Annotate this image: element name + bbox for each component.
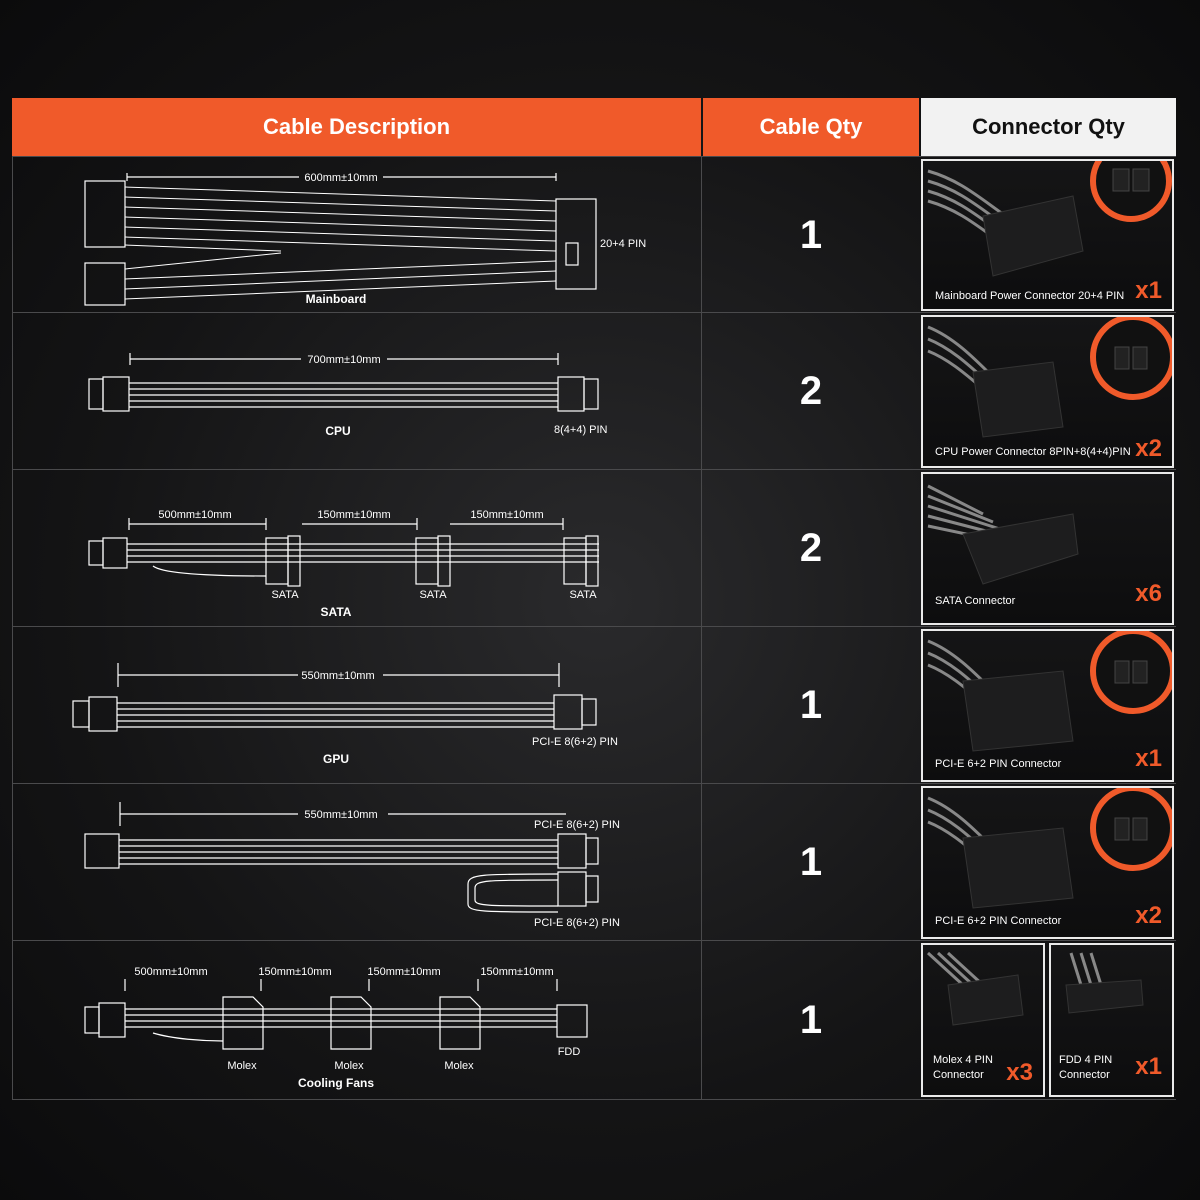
sata-length-label-1: 500mm±10mm <box>158 509 231 521</box>
fans-plug-label-4: FDD <box>558 1046 581 1058</box>
table-row: 500mm±10mm 150mm±10mm 150mm±10mm SATA SA… <box>12 469 1176 627</box>
table-row: 550mm±10mm PCI-E 8(6+2) PIN GPU 1 PCI-E … <box>12 626 1176 784</box>
connector-multiplier: x3 <box>1006 1059 1033 1086</box>
header-cable-qty: Cable Qty <box>703 98 919 156</box>
dual-pcie-end-label-1: PCI-E 8(6+2) PIN <box>534 819 620 831</box>
connector-multiplier: x1 <box>1135 277 1162 304</box>
cable-qty-value: 1 <box>701 784 920 941</box>
mainboard-name-label: Mainboard <box>306 292 367 306</box>
table-row: 600mm±10mm 20+4 PIN Mainboard 1 Mainboar… <box>12 156 1176 313</box>
mainboard-length-label: 600mm±10mm <box>304 172 377 184</box>
sata-connector-icon <box>927 484 1079 585</box>
cable-diagram-sata: 500mm±10mm 150mm±10mm 150mm±10mm SATA SA… <box>12 470 702 627</box>
mainboard-cable-icon: 600mm±10mm 20+4 PIN Mainboard <box>84 172 646 306</box>
connector-cell-cpu: CPU Power Connector 8PIN+8(4+4)PIN x2 <box>921 315 1174 468</box>
table-row: 550mm±10mm PCI-E 8(6+2) PIN PCI-E 8(6+2)… <box>12 783 1176 941</box>
gpu-length-label: 550mm±10mm <box>301 670 374 682</box>
connector-label: Mainboard Power Connector 20+4 PIN <box>935 290 1125 302</box>
connector-multiplier: x2 <box>1135 435 1162 462</box>
connector-label-line1: Molex 4 PIN <box>933 1054 993 1066</box>
gpu-end-label: PCI-E 8(6+2) PIN <box>532 736 618 748</box>
cpu-length-label: 700mm±10mm <box>307 354 380 366</box>
connector-multiplier: x2 <box>1135 902 1162 929</box>
connector-cell-mainboard: Mainboard Power Connector 20+4 PIN x1 <box>921 159 1174 311</box>
cable-qty-value: 2 <box>701 313 920 470</box>
sata-cable-icon: 500mm±10mm 150mm±10mm 150mm±10mm SATA SA… <box>88 509 599 619</box>
sata-length-label-3: 150mm±10mm <box>470 509 543 521</box>
connector-label: SATA Connector <box>935 595 1016 607</box>
sata-length-label-2: 150mm±10mm <box>317 509 390 521</box>
connector-label: PCI-E 6+2 PIN Connector <box>935 915 1062 927</box>
cable-qty-value: 1 <box>701 627 920 784</box>
connector-multiplier: x6 <box>1135 580 1162 607</box>
molex-connector-card: Molex 4 PIN Connector x3 <box>921 943 1045 1097</box>
mainboard-end-label: 20+4 PIN <box>600 238 646 250</box>
cable-qty-value: 2 <box>701 470 920 627</box>
connector-label-line2: Connector <box>933 1069 984 1081</box>
fans-length-label-2: 150mm±10mm <box>258 966 331 978</box>
sata-plug-label-1: SATA <box>271 589 299 601</box>
atx-24pin-connector-icon <box>927 161 1172 277</box>
fans-plug-label-2: Molex <box>334 1060 364 1072</box>
connector-cell-gpu: PCI-E 6+2 PIN Connector x1 <box>921 629 1174 782</box>
dual-pcie-length-label: 550mm±10mm <box>304 809 377 821</box>
dual-pcie-cable-icon: 550mm±10mm PCI-E 8(6+2) PIN PCI-E 8(6+2)… <box>84 802 620 929</box>
cable-table: Cable Description Cable Qty Connector Qt… <box>12 98 1176 1100</box>
table-row: 500mm±10mm 150mm±10mm 150mm±10mm 150mm±1… <box>12 940 1176 1100</box>
cable-diagram-dual-pcie: 550mm±10mm PCI-E 8(6+2) PIN PCI-E 8(6+2)… <box>12 784 702 941</box>
cpu-8pin-connector-icon <box>927 317 1172 438</box>
fans-length-label-1: 500mm±10mm <box>134 966 207 978</box>
cable-qty-value: 1 <box>701 157 920 313</box>
molex-connector-icon <box>926 951 1024 1026</box>
fans-name-label: Cooling Fans <box>298 1076 374 1090</box>
connector-label-line2: Connector <box>1059 1069 1110 1081</box>
connector-label-line1: FDD 4 PIN <box>1059 1054 1113 1066</box>
connector-cell-sata: SATA Connector x6 <box>921 472 1174 625</box>
header-connector-qty: Connector Qty <box>921 98 1176 156</box>
header-cable-description: Cable Description <box>12 98 701 156</box>
cpu-cable-icon: 700mm±10mm 8(4+4) PIN CPU <box>88 353 608 438</box>
fans-length-label-4: 150mm±10mm <box>480 966 553 978</box>
connector-label: CPU Power Connector 8PIN+8(4+4)PIN <box>935 446 1131 458</box>
gpu-name-label: GPU <box>323 752 349 766</box>
connector-cell-molex-fdd: Molex 4 PIN Connector x3 FDD 4 PIN Conne… <box>921 943 1174 1097</box>
fdd-connector-card: FDD 4 PIN Connector x1 <box>1049 943 1174 1097</box>
cable-diagram-mainboard: 600mm±10mm 20+4 PIN Mainboard <box>12 157 702 313</box>
table-row: 700mm±10mm 8(4+4) PIN CPU 2 CPU Power Co… <box>12 312 1176 470</box>
cooling-fans-cable-icon: 500mm±10mm 150mm±10mm 150mm±10mm 150mm±1… <box>84 966 588 1090</box>
sata-plug-label-2: SATA <box>419 589 447 601</box>
fans-length-label-3: 150mm±10mm <box>367 966 440 978</box>
fdd-connector-icon <box>1065 952 1144 1014</box>
pcie-connector-icon <box>927 788 1172 909</box>
fans-plug-label-3: Molex <box>444 1060 474 1072</box>
gpu-cable-icon: 550mm±10mm PCI-E 8(6+2) PIN GPU <box>72 663 618 766</box>
connector-cell-dual-pcie: PCI-E 6+2 PIN Connector x2 <box>921 786 1174 939</box>
connector-multiplier: x1 <box>1135 1053 1162 1080</box>
sata-name-label: SATA <box>321 605 352 619</box>
dual-pcie-end-label-2: PCI-E 8(6+2) PIN <box>534 917 620 929</box>
cpu-end-label: 8(4+4) PIN <box>554 424 608 436</box>
sata-plug-label-3: SATA <box>569 589 597 601</box>
connector-label: PCI-E 6+2 PIN Connector <box>935 758 1062 770</box>
pcie-connector-icon <box>927 631 1172 752</box>
fans-plug-label-1: Molex <box>227 1060 257 1072</box>
cable-diagram-cooling-fans: 500mm±10mm 150mm±10mm 150mm±10mm 150mm±1… <box>12 941 702 1099</box>
cable-diagram-gpu: 550mm±10mm PCI-E 8(6+2) PIN GPU <box>12 627 702 784</box>
connector-multiplier: x1 <box>1135 745 1162 772</box>
cable-diagram-cpu: 700mm±10mm 8(4+4) PIN CPU <box>12 313 702 470</box>
cpu-name-label: CPU <box>325 424 350 438</box>
cable-qty-value: 1 <box>701 941 920 1099</box>
